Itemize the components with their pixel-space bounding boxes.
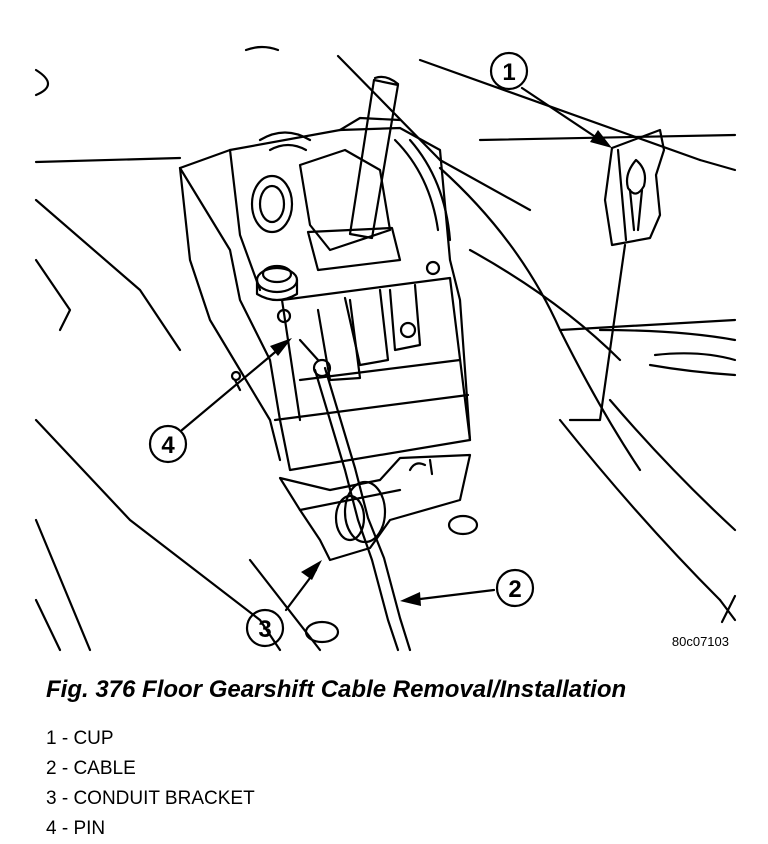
cable-cup xyxy=(568,128,666,422)
callout-2-arrowhead xyxy=(400,592,421,606)
callout-1-arrowhead xyxy=(590,130,612,148)
gearshift-cable-diagram: 1 4 3 2 80c07103 xyxy=(34,45,737,652)
callout-3-arrowhead xyxy=(301,560,322,580)
callout-4-arrowhead xyxy=(270,338,292,356)
legend-item-cable: 2 - CABLE xyxy=(46,758,136,779)
shifter-housing xyxy=(178,116,472,472)
parts-legend: 1 - CUP 2 - CABLE 3 - CONDUIT BRACKET 4 … xyxy=(46,724,255,844)
callout-2-label: 2 xyxy=(508,576,521,603)
callout-3-circle xyxy=(245,608,285,648)
legend-item-pin: 4 - PIN xyxy=(46,818,106,839)
callout-2-circle xyxy=(495,568,535,608)
floor-pan-outline xyxy=(34,45,737,652)
callout-4-circle xyxy=(148,424,188,464)
conduit-bracket xyxy=(278,453,479,644)
gearshift-cable xyxy=(298,338,412,652)
figure-reference-code: 80c07103 xyxy=(672,634,729,649)
callout-3-label: 3 xyxy=(258,616,271,643)
callout-4-label: 4 xyxy=(161,432,175,459)
callout-leaders xyxy=(180,86,602,612)
shift-lever xyxy=(348,75,400,240)
callout-1-label: 1 xyxy=(502,59,515,86)
mounting-bolt xyxy=(255,264,299,324)
legend-item-cup: 1 - CUP xyxy=(46,728,114,749)
callout-1-circle xyxy=(489,51,529,91)
legend-item-conduit-bracket: 3 - CONDUIT BRACKET xyxy=(46,788,255,809)
figure-caption: Fig. 376 Floor Gearshift Cable Removal/I… xyxy=(46,676,627,703)
